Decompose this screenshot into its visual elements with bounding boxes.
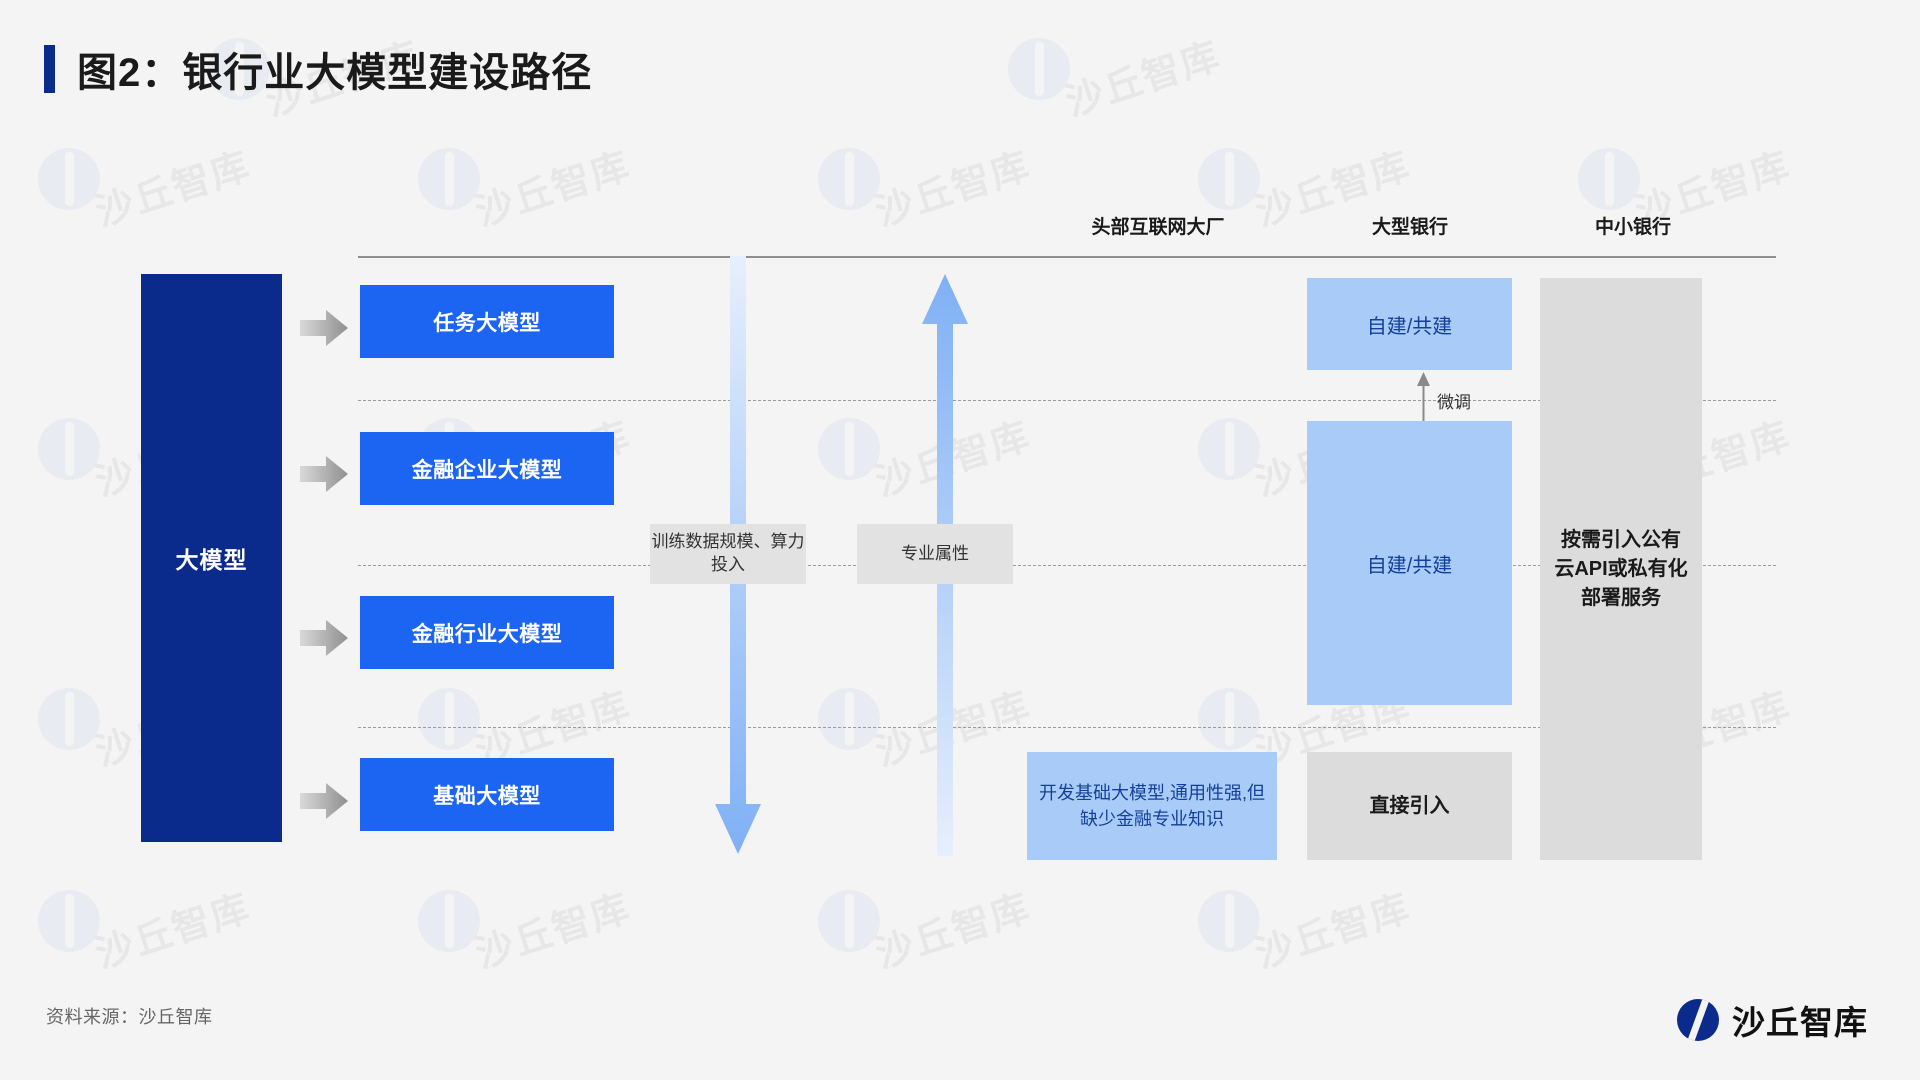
- column-header-large-bank: 大型银行: [1371, 217, 1449, 238]
- cell-small-bank-all[interactable]: 按需引入公有云API或私有化部署服务: [1540, 278, 1702, 860]
- brand-logo: 沙丘智库: [1677, 996, 1868, 1044]
- model-box-task[interactable]: 任务大模型: [360, 285, 614, 358]
- model-box-foundation-label: 基础大模型: [433, 784, 541, 808]
- fine-tune-arrow-icon: [1417, 372, 1430, 422]
- cell-large-bank-mid[interactable]: 自建/共建: [1307, 421, 1512, 705]
- fine-tune-label: 微调: [1437, 393, 1471, 412]
- title-accent-bar: [44, 45, 55, 93]
- cell-large-bank-top[interactable]: 自建/共建: [1307, 278, 1512, 370]
- cell-internet-foundation-text: 开发基础大模型,通用性强,但缺少金融专业知识: [1038, 782, 1265, 829]
- cell-large-bank-mid-text: 自建/共建: [1366, 554, 1453, 577]
- chevron-arrow-icon: [300, 620, 348, 656]
- cell-small-bank-all-text: 按需引入公有云API或私有化部署服务: [1554, 528, 1688, 609]
- axis-label-down-text: 训练数据规模、算力投入: [651, 532, 805, 574]
- cell-internet-foundation[interactable]: 开发基础大模型,通用性强,但缺少金融专业知识: [1027, 752, 1277, 860]
- chevron-arrow-icon: [300, 310, 348, 346]
- column-header-internet: 头部互联网大厂: [1091, 217, 1225, 238]
- tier-divider-1: [358, 400, 1776, 401]
- brand-logo-icon: [1677, 999, 1719, 1041]
- page-title: 图2：银行业大模型建设路径: [44, 40, 592, 98]
- title-text: 图2：银行业大模型建设路径: [77, 51, 593, 95]
- cell-large-bank-foundation-text: 直接引入: [1369, 794, 1450, 817]
- axis-label-up-text: 专业属性: [901, 543, 969, 563]
- top-divider: [358, 256, 1776, 258]
- cell-large-bank-foundation[interactable]: 直接引入: [1307, 752, 1512, 860]
- model-box-task-label: 任务大模型: [433, 311, 541, 335]
- chevron-arrow-icon: [300, 783, 348, 819]
- cell-large-bank-top-text: 自建/共建: [1366, 315, 1453, 338]
- model-box-industry[interactable]: 金融行业大模型: [360, 596, 614, 669]
- column-header-small-bank: 中小银行: [1594, 217, 1672, 238]
- axis-label-down: 训练数据规模、算力投入: [650, 524, 806, 584]
- big-model-bar-label: 大模型: [175, 547, 248, 573]
- tier-divider-3: [358, 727, 1776, 728]
- source-note: 资料来源：沙丘智库: [46, 1007, 213, 1027]
- model-box-enterprise[interactable]: 金融企业大模型: [360, 432, 614, 505]
- model-box-enterprise-label: 金融企业大模型: [411, 458, 563, 482]
- model-box-industry-label: 金融行业大模型: [411, 622, 563, 646]
- tier-divider-2: [358, 565, 1776, 566]
- chevron-arrow-icon: [300, 456, 348, 492]
- axis-label-up: 专业属性: [857, 524, 1013, 584]
- big-model-bar: 大模型: [141, 274, 282, 842]
- model-box-foundation[interactable]: 基础大模型: [360, 758, 614, 831]
- brand-logo-text: 沙丘智库: [1732, 1004, 1868, 1041]
